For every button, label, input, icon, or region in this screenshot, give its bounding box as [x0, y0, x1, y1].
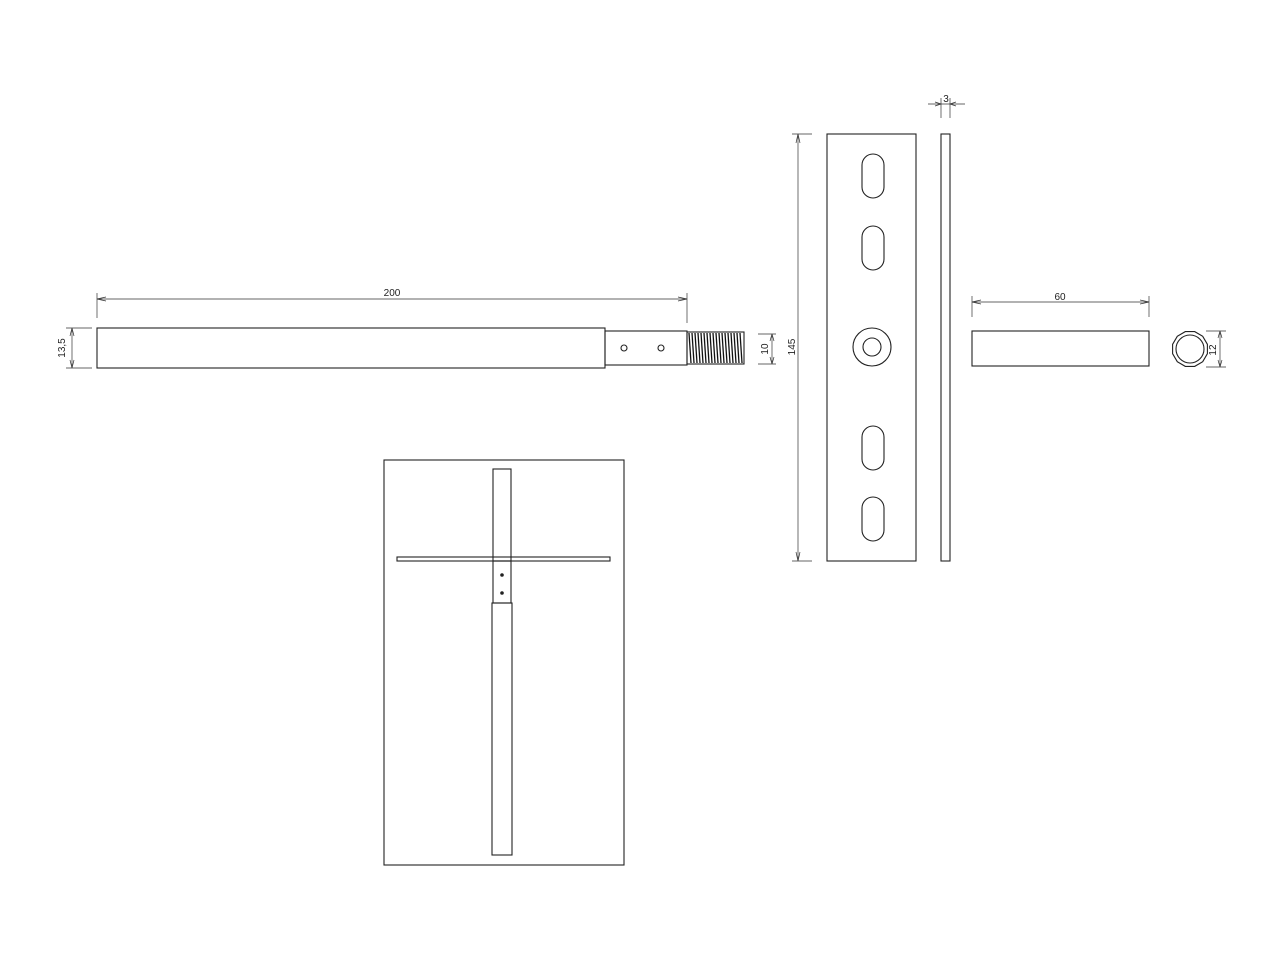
assembly-hole-1 [500, 573, 504, 577]
slot-3 [861, 425, 885, 471]
assembly-fitting [492, 560, 512, 604]
assembly-upper-bar [492, 468, 512, 562]
thread-line [694, 332, 698, 364]
center-boss-outer [852, 327, 892, 367]
dimension-plate-thickness: 3 [928, 94, 965, 118]
tube-body [971, 330, 1150, 367]
thread-diameter-label: 10 [760, 343, 771, 355]
center-hole [862, 337, 882, 357]
dimension-rod-diameter: 13,5 [57, 327, 92, 369]
tube-diameter-label: 12 [1208, 344, 1219, 356]
dimension-tube-length: 60 [971, 292, 1150, 317]
plate-side-view [940, 133, 951, 562]
thread-line [691, 332, 695, 364]
assembly-hole-2 [500, 591, 504, 595]
plate-outline [826, 133, 917, 562]
thread-line [736, 332, 740, 364]
rod-body [96, 327, 606, 369]
rod-length-label: 200 [384, 288, 401, 299]
threaded-end [686, 331, 745, 365]
thread-line [721, 332, 725, 364]
thread-line [688, 332, 692, 364]
thread-line [712, 332, 716, 364]
thread-line [700, 332, 704, 364]
slot-1 [861, 153, 885, 199]
thread-line [718, 332, 722, 364]
plate-thickness-label: 3 [943, 94, 949, 105]
thread-line [697, 332, 701, 364]
thread-line [730, 332, 734, 364]
assembly-frame [383, 459, 625, 866]
plate-front-view [826, 133, 917, 562]
plate-height-label: 145 [787, 338, 798, 355]
thread-line [727, 332, 731, 364]
thread-lines [688, 332, 743, 364]
rod-side-view [96, 327, 745, 369]
tube-end-outline [1172, 331, 1208, 367]
thread-line [703, 332, 707, 364]
assembly-view [383, 459, 625, 866]
fitting-hole-2 [657, 344, 665, 352]
dimension-thread-diameter: 10 [758, 333, 776, 365]
thread-line [739, 332, 743, 364]
thread-line [733, 332, 737, 364]
thread-line [724, 332, 728, 364]
slot-4 [861, 496, 885, 542]
thread-line [715, 332, 719, 364]
plate-edge [940, 133, 951, 562]
dimension-plate-height: 145 [787, 133, 812, 562]
dimension-rod-length: 200 [96, 288, 688, 323]
assembly-rod [491, 602, 513, 856]
slot-2 [861, 225, 885, 271]
thread-line [709, 332, 713, 364]
rod-diameter-label: 13,5 [57, 338, 68, 358]
thread-line [706, 332, 710, 364]
tube-end-view [1172, 331, 1208, 367]
rod-end-fitting [604, 330, 688, 366]
tube-bore [1175, 334, 1205, 364]
tube-length-label: 60 [1054, 292, 1066, 303]
assembly-crossbar [396, 556, 611, 562]
tube-side-view [971, 330, 1150, 367]
fitting-hole-1 [620, 344, 628, 352]
dimension-tube-diameter: 12 [1206, 330, 1226, 368]
